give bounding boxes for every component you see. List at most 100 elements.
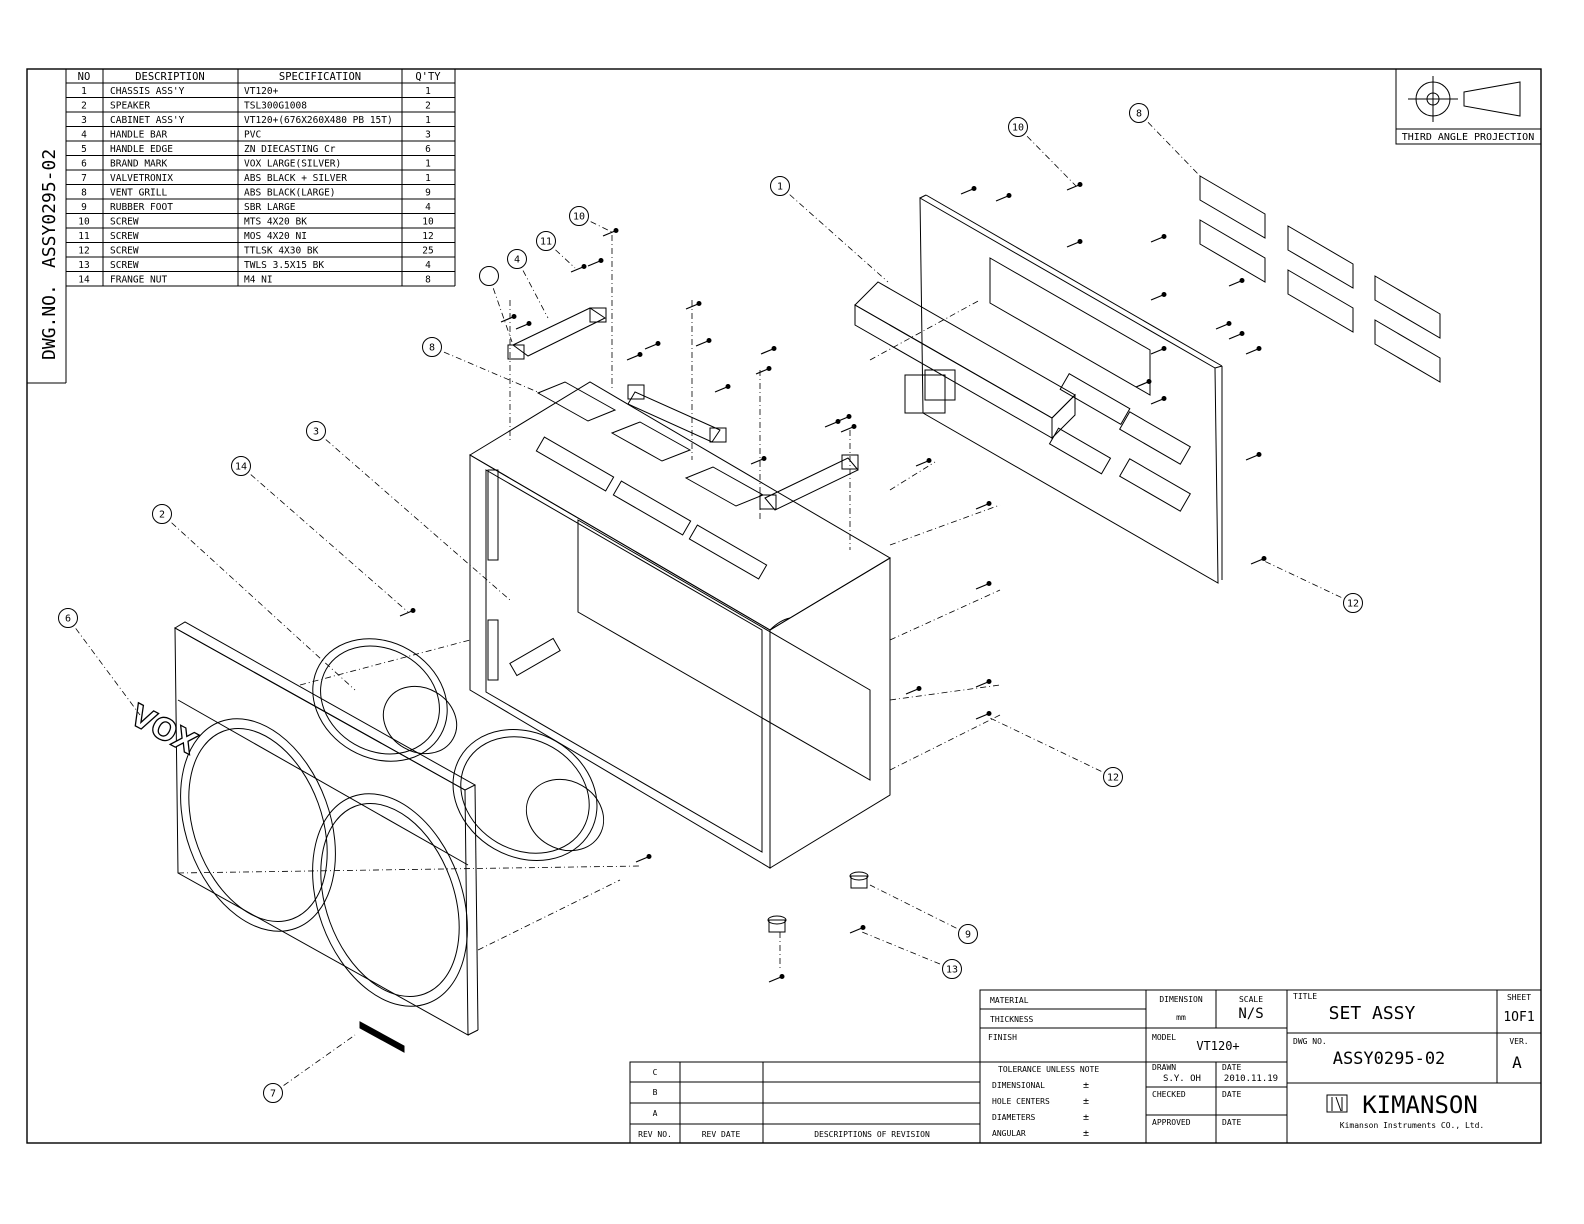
parts-row-11-no: 11 [78,231,90,242]
parts-row-9-qty: 4 [425,202,431,213]
callout-8: 8 [422,337,541,394]
parts-row-8-no: 8 [81,188,87,199]
date-value: 2010.11.19 [1224,1074,1278,1084]
callout-label: 11 [540,237,552,248]
screw [1066,239,1083,248]
screw [755,366,772,375]
parts-row-3-specification: VT120+(676X260X480 PB 15T) [244,115,393,126]
screw [975,501,992,510]
parts-row-2-description: SPEAKER [110,101,150,112]
pm-angular: ± [1083,1128,1089,1139]
callout-label: 4 [514,255,520,266]
rev-no-header: REV NO. [638,1130,672,1139]
speaker-2 [452,729,605,861]
parts-row-4-description: HANDLE BAR [110,130,167,141]
parts-row-13-no: 13 [78,260,89,271]
callout-12: 12 [989,717,1123,787]
screw [1228,278,1245,287]
parts-row-6-no: 6 [81,159,87,170]
parts-row-14-description: FRANGE NUT [110,275,167,286]
scale-value: N/S [1238,1006,1263,1022]
parts-row-7-specification: ABS BLACK + SILVER [244,173,347,184]
ver-value: A [1512,1053,1522,1072]
screw [905,686,922,695]
dwg-no-label: DWG NO. [1293,1037,1327,1046]
callout-label: 6 [65,614,71,625]
callout-label: 13 [946,965,958,976]
back-panel [919,194,1223,584]
parts-row-4-no: 4 [81,130,87,141]
company-logo-icon [1326,1094,1348,1113]
callout-label: 1 [777,182,783,193]
rev-c: C [653,1068,658,1077]
parts-row-7-no: 7 [81,173,87,184]
parts-row-12-specification: TTLSK 4X30 BK [244,246,319,257]
parts-row-5-qty: 6 [425,144,431,155]
parts-row-3-description: CABINET ASS'Y [110,115,185,126]
callout-label: 7 [270,1089,276,1100]
screw [975,711,992,720]
parts-row-8-description: VENT GRILL [110,188,167,199]
parts-row-5-no: 5 [81,144,87,155]
drawn-value: S.Y. OH [1163,1074,1201,1084]
parts-row-1-no: 1 [81,86,87,97]
callout-label: 10 [573,212,585,223]
parts-row-9-specification: SBR LARGE [244,202,296,213]
rev-b: B [653,1088,658,1097]
screw [1066,182,1083,191]
side-dwg-block: DWG.NO. ASSY0295-02 [27,69,67,384]
screw [1250,556,1267,565]
screw [824,419,841,428]
pm-diameters: ± [1083,1112,1089,1123]
parts-row-1-description: CHASSIS ASS'Y [110,86,185,97]
parts-row-14-specification: M4 NI [244,275,273,286]
callout-label: 8 [429,343,435,354]
checked-label: CHECKED [1152,1090,1186,1099]
rev-date-header: REV DATE [702,1130,741,1139]
parts-row-12-qty: 25 [422,246,433,257]
parts-row-11-description: SCREW [110,231,139,242]
screw [840,424,857,433]
screw [587,258,604,267]
callout-10: 10 [1008,117,1077,187]
vent-grills-top [536,381,765,507]
callout-label: 12 [1347,599,1359,610]
drawn-label: DRAWN [1152,1063,1176,1072]
vent-grills-side [1199,175,1441,383]
parts-row-12-description: SCREW [110,246,139,257]
parts-row-8-qty: 9 [425,188,431,199]
title-value: SET ASSY [1329,1003,1416,1024]
screw [1215,321,1232,330]
side-dwg-label: DWG.NO. [39,284,60,360]
parts-row-4-qty: 3 [425,130,431,141]
model-label: MODEL [1152,1033,1176,1042]
parts-row-13-description: SCREW [110,260,139,271]
screw [570,264,587,273]
callout-11: 11 [536,231,576,269]
callout-3: 3 [306,421,511,601]
parts-row-6-qty: 1 [425,159,431,170]
material-label: MATERIAL [990,996,1029,1005]
parts-row-10-specification: MTS 4X20 BK [244,217,307,228]
title-label: TITLE [1293,992,1317,1001]
dwg-no-value: ASSY0295-02 [1333,1049,1446,1069]
handle-bar-3 [759,454,859,511]
parts-row-5-specification: ZN DIECASTING Cr [244,144,336,155]
parts-header-specification: SPECIFICATION [279,71,361,83]
parts-row-7-qty: 1 [425,173,431,184]
screw [1135,379,1152,388]
date-label-checked: DATE [1222,1090,1241,1099]
projection-label: THIRD ANGLE PROJECTION [1402,132,1534,143]
pm-dimensional: ± [1083,1080,1089,1091]
callout-14: 14 [231,456,409,613]
parts-row-6-specification: VOX LARGE(SILVER) [244,159,341,170]
callout-label: 8 [1136,109,1142,120]
screw [835,414,852,423]
cabinet [469,381,891,869]
model-value: VT120+ [1196,1039,1239,1053]
company-full-name: Kimanson Instruments CO., Ltd. [1340,1121,1485,1130]
projection-symbol: THIRD ANGLE PROJECTION [1395,68,1542,145]
pm-hole-centers: ± [1083,1096,1089,1107]
chassis [854,281,1076,440]
